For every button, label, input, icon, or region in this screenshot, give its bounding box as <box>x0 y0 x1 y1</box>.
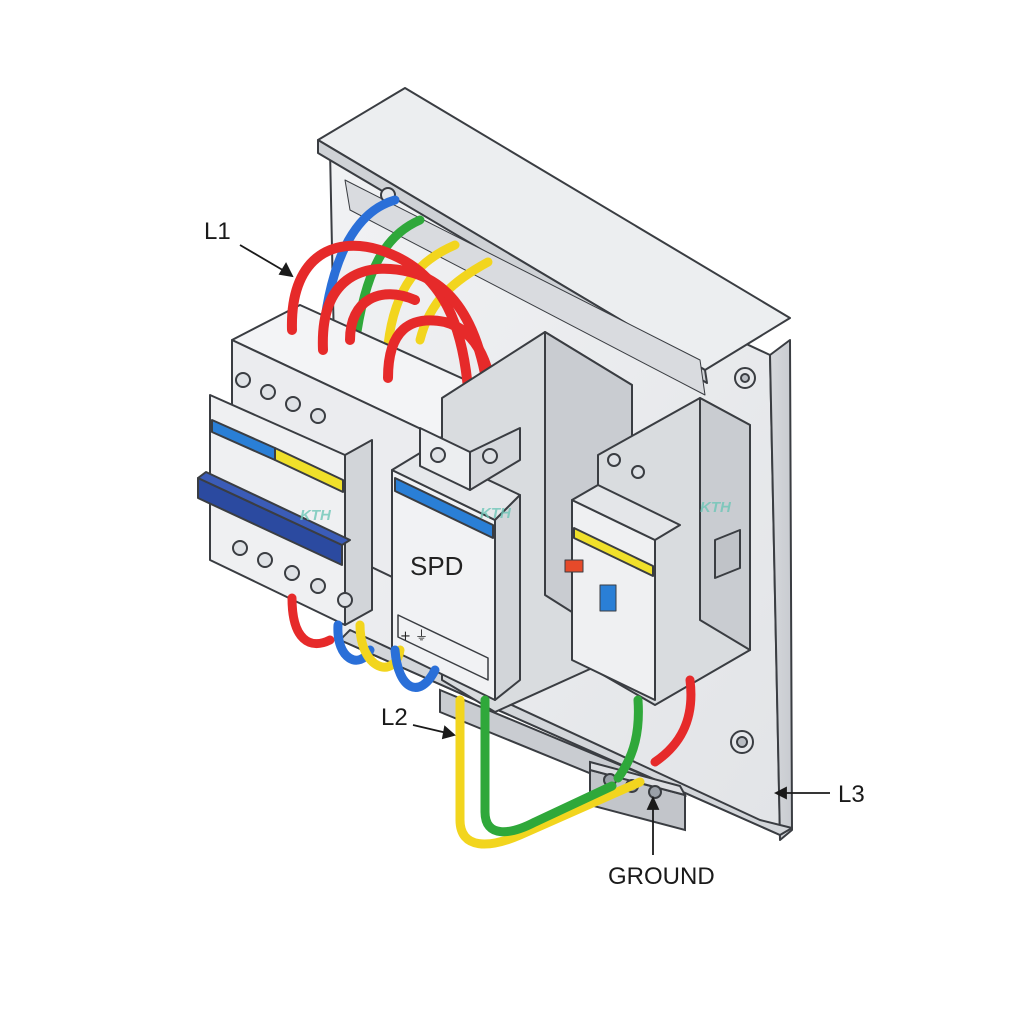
watermark-1: KTH <box>300 507 332 524</box>
wire-yellow-top-1 <box>383 240 460 350</box>
l2-arrow <box>412 724 448 734</box>
spd-strip <box>394 477 494 539</box>
callout-ground: GROUND <box>608 863 715 890</box>
ground-screw-3 <box>648 785 662 799</box>
bottom-wires <box>287 593 696 849</box>
wire-green-right <box>613 695 643 783</box>
watermark-3: KTH <box>700 499 732 516</box>
wire-yellow-ground <box>455 695 645 849</box>
rcbo-toggle-blue <box>599 584 617 612</box>
strip-yellow <box>274 447 344 493</box>
right-module <box>564 397 751 706</box>
wire-red-right <box>650 675 696 767</box>
callout-arrows <box>239 244 830 855</box>
wire-green-top <box>350 215 425 350</box>
right-edge <box>769 339 793 841</box>
l1-arrow <box>239 244 287 273</box>
watermark-2: KTH <box>480 505 512 522</box>
rcbo-strip <box>573 527 654 577</box>
callout-l3: L3 <box>838 781 865 808</box>
callout-l1: L1 <box>204 218 231 245</box>
callout-l2: L2 <box>381 704 408 731</box>
wire-green-ground <box>480 695 617 837</box>
spd-label: SPD <box>410 551 463 581</box>
rcbo-test-red <box>564 559 584 573</box>
spd-symbol: + ⏚ <box>400 629 428 644</box>
inner-recess <box>344 179 706 396</box>
